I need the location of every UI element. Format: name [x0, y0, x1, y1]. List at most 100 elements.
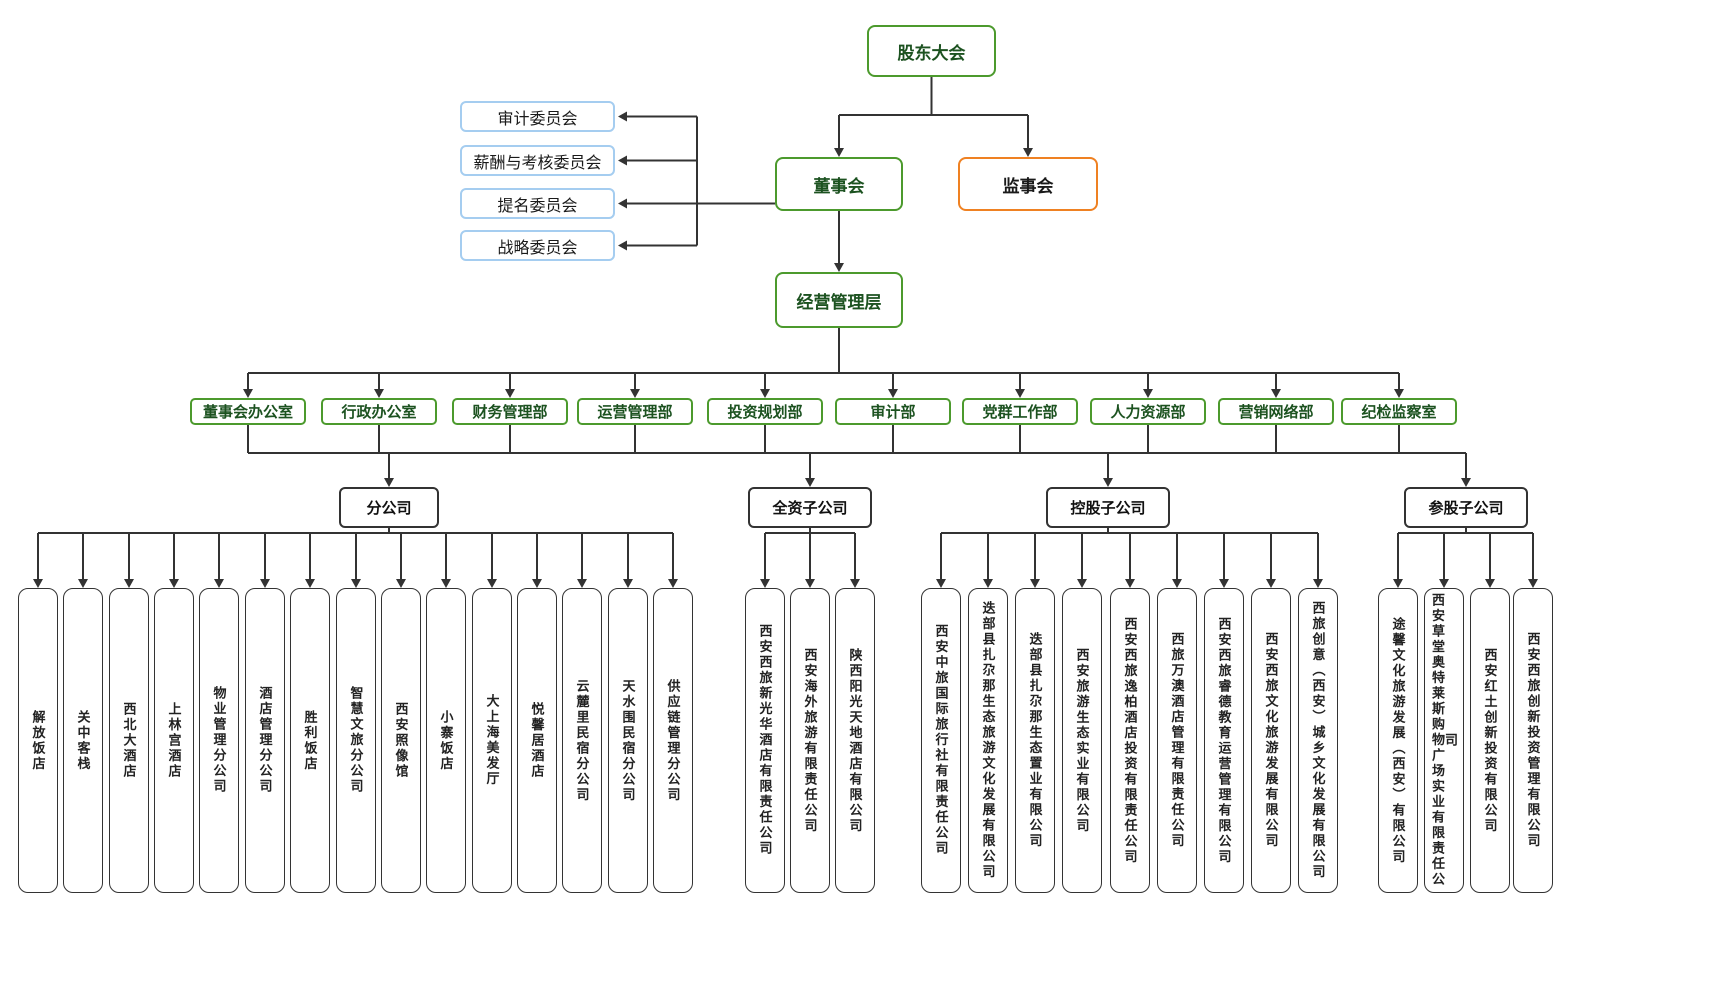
committee-box: 战略委员会 — [460, 230, 615, 261]
department-box: 纪检监察室 — [1341, 398, 1457, 425]
shareholders-meeting-label: 股东大会 — [897, 43, 966, 63]
department-box: 党群工作部 — [962, 398, 1078, 425]
company-box: 悦馨居酒店 — [517, 588, 557, 893]
department-box-label: 营销网络部 — [1238, 404, 1314, 421]
supervisory-board-label: 监事会 — [1002, 176, 1054, 196]
company-box: 西安西旅睿德教育运营管理有限公司 — [1204, 588, 1244, 893]
company-box-label: 天水围民宿分公司 — [620, 678, 636, 803]
company-box-label: 供应链管理分公司 — [665, 678, 681, 803]
supervisory-board-box: 监事会 — [958, 157, 1098, 211]
company-box-label: 陕西阳光天地酒店有限公司 — [847, 647, 863, 834]
committee-box-label: 战略委员会 — [497, 237, 578, 257]
department-box-label: 审计部 — [870, 404, 916, 421]
board-of-directors-label: 董事会 — [813, 176, 865, 196]
board-of-directors-box: 董事会 — [775, 157, 903, 211]
department-box-label: 党群工作部 — [982, 404, 1058, 421]
company-box: 关中客栈 — [63, 588, 103, 893]
company-box-label: 悦馨居酒店 — [529, 701, 545, 780]
company-box: 西安西旅逸柏酒店投资有限责任公司 — [1110, 588, 1150, 893]
department-box-label: 人力资源部 — [1110, 404, 1186, 421]
category-box: 分公司 — [339, 487, 439, 528]
company-box-label: 上林宫酒店 — [166, 701, 182, 780]
company-box-label: 西安西旅逸柏酒店投资有限责任公司 — [1122, 616, 1138, 865]
department-box-label: 董事会办公室 — [202, 404, 293, 421]
company-box-label: 云麓里民宿分公司 — [574, 678, 590, 803]
company-box: 西安照像馆 — [381, 588, 421, 893]
committee-box: 审计委员会 — [460, 101, 615, 132]
department-box: 运营管理部 — [577, 398, 693, 425]
department-box: 审计部 — [835, 398, 951, 425]
company-box-label: 西安西旅新光华酒店有限责任公司 — [757, 624, 773, 857]
company-box: 西安旅游生态实业有限公司 — [1062, 588, 1102, 893]
company-box: 大上海美发厅 — [472, 588, 512, 893]
company-box-label: 解放饭店 — [30, 709, 46, 772]
company-box: 西安西旅文化旅游发展有限公司 — [1251, 588, 1291, 893]
department-box: 财务管理部 — [452, 398, 568, 425]
company-box: 小寨饭店 — [426, 588, 466, 893]
category-box: 控股子公司 — [1046, 487, 1170, 528]
department-box: 人力资源部 — [1090, 398, 1206, 425]
company-box-label: 西安红土创新投资有限公司 — [1482, 647, 1498, 834]
company-box: 酒店管理分公司 — [245, 588, 285, 893]
department-box-label: 财务管理部 — [472, 404, 548, 421]
department-box-label: 纪检监察室 — [1361, 404, 1437, 421]
department-box-label: 投资规划部 — [727, 404, 803, 421]
company-box: 物业管理分公司 — [199, 588, 239, 893]
company-box: 天水围民宿分公司 — [608, 588, 648, 893]
company-box-label: 途馨文化旅游发展（西安）有限公司 — [1390, 616, 1406, 865]
company-box-label: 酒店管理分公司 — [257, 686, 273, 795]
company-box: 陕西阳光天地酒店有限公司 — [835, 588, 875, 893]
committee-box: 提名委员会 — [460, 188, 615, 219]
company-box-label: 迭部县扎尕那生态置业有限公司 — [1027, 632, 1043, 849]
category-box-label: 参股子公司 — [1428, 500, 1504, 517]
company-box-label: 智慧文旅分公司 — [348, 686, 364, 795]
category-box-label: 全资子公司 — [772, 500, 848, 517]
company-box-label: 西安海外旅游有限责任公司 — [802, 647, 818, 834]
company-box: 上林宫酒店 — [154, 588, 194, 893]
company-box: 解放饭店 — [18, 588, 58, 893]
department-box: 行政办公室 — [321, 398, 437, 425]
company-box: 西安中旅国际旅行社有限责任公司 — [921, 588, 961, 893]
company-box: 西旅万澳酒店管理有限责任公司 — [1157, 588, 1197, 893]
department-box: 营销网络部 — [1218, 398, 1334, 425]
department-box-label: 运营管理部 — [597, 404, 673, 421]
company-box-label: 胜利饭店 — [302, 709, 318, 772]
category-box: 参股子公司 — [1404, 487, 1528, 528]
committee-box-label: 薪酬与考核委员会 — [473, 152, 602, 172]
company-box-label: 西安西旅创新投资管理有限公司 — [1525, 632, 1541, 849]
company-box: 迭部县扎尕那生态置业有限公司 — [1015, 588, 1055, 893]
company-box-label: 小寨饭店 — [438, 709, 454, 772]
management-layer-label: 经营管理层 — [796, 292, 882, 312]
company-box-label: 大上海美发厅 — [484, 694, 500, 787]
shareholders-meeting-box: 股东大会 — [867, 25, 996, 77]
company-box: 西旅创意（西安）城乡文化发展有限公司 — [1298, 588, 1338, 893]
category-box-label: 分公司 — [366, 500, 412, 517]
company-box-label: 迭部县扎尕那生态旅游文化发展有限公司 — [980, 601, 996, 880]
company-box-label: 西安照像馆 — [393, 701, 409, 780]
company-box: 西安西旅创新投资管理有限公司 — [1513, 588, 1553, 893]
company-box-label: 西北大酒店 — [121, 701, 137, 780]
company-box-label: 西安旅游生态实业有限公司 — [1074, 647, 1090, 834]
department-box-label: 行政办公室 — [341, 404, 417, 421]
company-box: 智慧文旅分公司 — [336, 588, 376, 893]
company-box: 西安红土创新投资有限公司 — [1470, 588, 1510, 893]
company-box: 云麓里民宿分公司 — [562, 588, 602, 893]
company-box-label: 西安西旅睿德教育运营管理有限公司 — [1216, 616, 1232, 865]
department-box: 董事会办公室 — [190, 398, 306, 425]
company-box-label: 关中客栈 — [75, 709, 91, 772]
company-box-label: 西安西旅文化旅游发展有限公司 — [1263, 632, 1279, 849]
company-box: 迭部县扎尕那生态旅游文化发展有限公司 — [968, 588, 1008, 893]
category-box: 全资子公司 — [748, 487, 872, 528]
management-layer-box: 经营管理层 — [775, 272, 903, 328]
committee-box-label: 审计委员会 — [497, 108, 578, 128]
company-box-label: 西安中旅国际旅行社有限责任公司 — [933, 624, 949, 857]
company-box-label: 西旅万澳酒店管理有限责任公司 — [1169, 632, 1185, 849]
category-box-label: 控股子公司 — [1070, 500, 1146, 517]
company-box: 西安西旅新光华酒店有限责任公司 — [745, 588, 785, 893]
company-box: 西安草堂奥特莱斯购物广场实业有限责任公司 — [1424, 588, 1464, 893]
company-box-label: 西旅创意（西安）城乡文化发展有限公司 — [1310, 601, 1326, 880]
department-box: 投资规划部 — [707, 398, 823, 425]
company-box: 西北大酒店 — [109, 588, 149, 893]
